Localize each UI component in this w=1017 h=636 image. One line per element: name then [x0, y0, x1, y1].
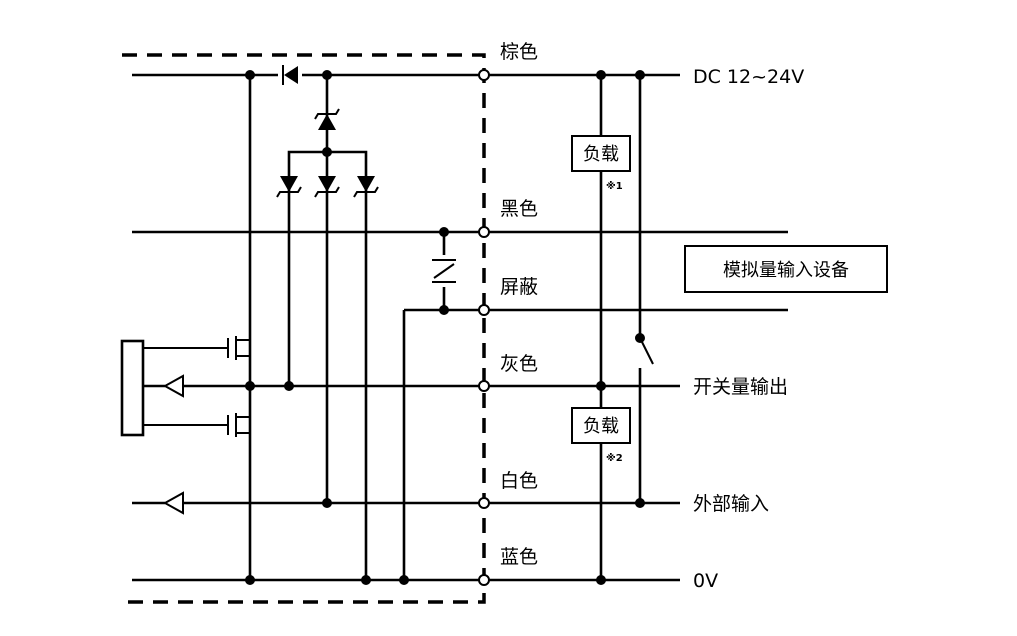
surge-absorber-icon [432, 255, 456, 287]
zener-diode-icon [314, 108, 340, 130]
zener-diode-right-icon [353, 176, 379, 198]
load-box-1 [571, 135, 631, 172]
input-buffer-icon [132, 491, 184, 515]
sensor-boundary [122, 53, 486, 604]
wire-label-brown: 棕色 [500, 41, 538, 63]
note-mark-2: ※2 [606, 452, 623, 464]
supply-label: DC 12~24V [693, 66, 804, 88]
zener-diode-left-icon [276, 176, 302, 198]
switch-output-label: 开关量输出 [693, 376, 788, 398]
note-mark-1: ※1 [606, 180, 623, 192]
output-buffer-icon [143, 374, 184, 398]
wire-label-shield: 屏蔽 [500, 276, 538, 298]
load-label-2: 负载 [583, 416, 619, 437]
terminals [478, 69, 490, 586]
zener-diode-middle-icon [314, 176, 340, 198]
external-input-label: 外部输入 [693, 493, 769, 515]
load-label-1: 负载 [583, 144, 619, 165]
analog-device-box [684, 245, 888, 293]
output-ic-block [120, 339, 145, 437]
transistor-lower-icon [143, 413, 250, 437]
wire-label-blue: 蓝色 [500, 546, 538, 568]
wire-label-white: 白色 [500, 470, 538, 492]
horizontal-wires [132, 73, 788, 582]
external-verticals [599, 75, 642, 580]
analog-device-label: 模拟量输入设备 [723, 260, 849, 281]
wire-label-black: 黑色 [500, 198, 538, 220]
wire-label-gray: 灰色 [500, 353, 538, 375]
zero-volt-label: 0V [693, 570, 718, 592]
load-box-2 [571, 407, 631, 444]
transistor-upper-icon [143, 336, 250, 360]
junction-dots [245, 70, 645, 585]
diode-icon [278, 65, 302, 85]
